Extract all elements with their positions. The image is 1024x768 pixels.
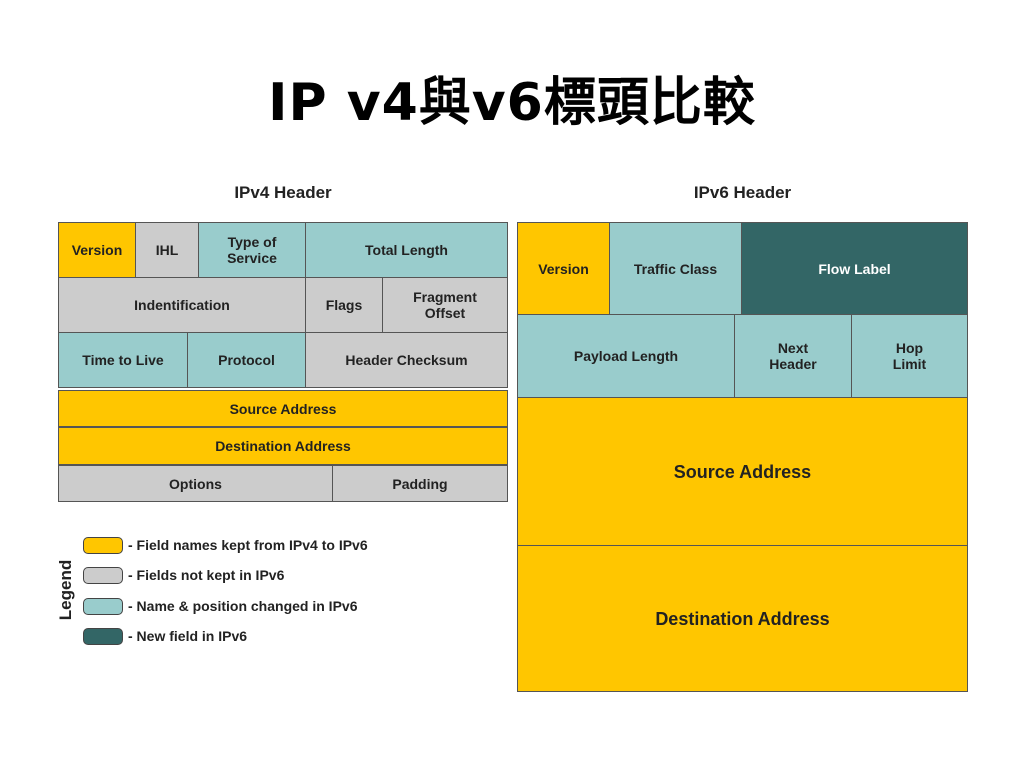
ipv4-options-field: Options	[58, 465, 333, 502]
legend-swatch-changed	[83, 598, 123, 615]
ipv4-ihl-field: IHL	[135, 222, 199, 278]
ipv6-payload-length-field: Payload Length	[517, 314, 735, 398]
ipv4-protocol-field: Protocol	[187, 332, 306, 388]
ipv6-source-address-field: Source Address	[517, 397, 968, 546]
legend-swatch-kept	[83, 537, 123, 554]
ipv6-destination-address-field: Destination Address	[517, 545, 968, 692]
legend-swatch-new	[83, 628, 123, 645]
ipv4-header-checksum-field: Header Checksum	[305, 332, 508, 388]
ipv4-fragment-offset-field: Fragment Offset	[382, 277, 508, 333]
legend-label-kept: - Field names kept from IPv4 to IPv6	[128, 537, 368, 553]
ipv4-padding-field: Padding	[332, 465, 508, 502]
ipv4-flags-field: Flags	[305, 277, 383, 333]
ipv4-total-length-field: Total Length	[305, 222, 508, 278]
ipv4-destination-address-field: Destination Address	[58, 427, 508, 465]
legend-label-not-kept: - Fields not kept in IPv6	[128, 567, 285, 583]
ipv6-header-title: IPv6 Header	[693, 183, 792, 202]
ipv4-time-to-live-field: Time to Live	[58, 332, 188, 388]
ipv6-flow-label-field: Flow Label	[741, 222, 968, 315]
ipv4-source-address-field: Source Address	[58, 390, 508, 427]
ipv4-version-field: Version	[58, 222, 136, 278]
ipv6-next-header-field: Next Header	[734, 314, 852, 398]
ipv6-version-field: Version	[517, 222, 610, 315]
legend-label-changed: - Name & position changed in IPv6	[128, 598, 358, 614]
ipv4-type-of-service-field: Type of Service	[198, 222, 306, 278]
legend-title: Legend	[56, 559, 75, 621]
slide-title: IP v4與v6標頭比較	[268, 73, 756, 133]
ipv6-traffic-class-field: Traffic Class	[609, 222, 742, 315]
ipv6-hop-limit-field: Hop Limit	[851, 314, 968, 398]
ipv4-identification-field: Indentification	[58, 277, 306, 333]
legend-swatch-not-kept	[83, 567, 123, 584]
legend-label-new: - New field in IPv6	[128, 628, 248, 644]
ipv4-header-title: IPv4 Header	[234, 183, 332, 202]
